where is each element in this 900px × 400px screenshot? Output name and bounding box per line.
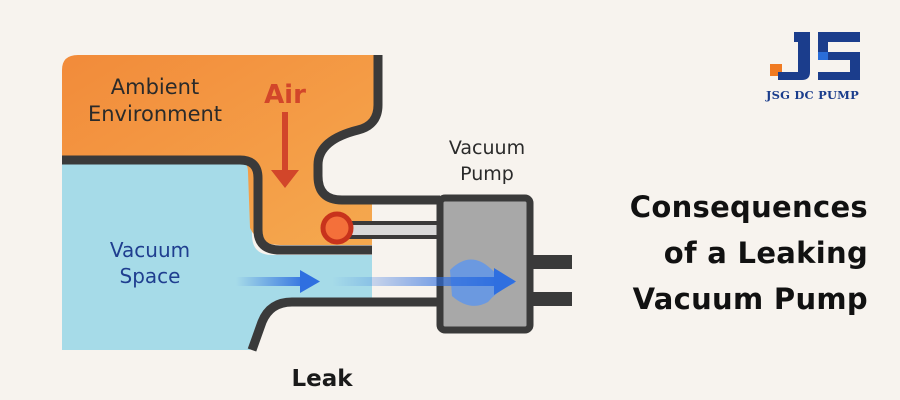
leak-label: Leak <box>291 366 353 392</box>
lower-wall-outline <box>247 297 440 352</box>
pump-outlet-bottom <box>530 292 572 306</box>
vacuum-space-label-line1: Vacuum <box>110 238 190 262</box>
ambient-outline <box>313 55 440 205</box>
flow-arrow-icon <box>332 268 516 295</box>
vacuum-space-region <box>62 160 372 350</box>
vacuum-space-label-line2: Space <box>120 264 181 288</box>
air-label: Air <box>264 80 306 110</box>
ambient-label-line1: Ambient <box>111 75 199 99</box>
title-line1: Consequences <box>629 190 868 224</box>
leak-point-circle-icon <box>320 211 354 245</box>
title-line3: Vacuum Pump <box>632 282 868 316</box>
ambient-label-line2: Environment <box>88 102 222 126</box>
vacuum-pump-label-line2: Pump <box>460 163 514 185</box>
air-arrow-down-icon <box>271 112 299 188</box>
vacuum-pump-label-line1: Vacuum <box>449 137 525 159</box>
brand-logo <box>770 32 860 80</box>
page-title: Consequences of a Leaking Vacuum Pump <box>630 184 868 322</box>
brand-name: JSG DC PUMP <box>766 88 859 102</box>
ambient-environment-region <box>62 55 378 245</box>
pump-pipe <box>346 221 444 239</box>
title-line2: of a Leaking <box>663 236 868 270</box>
flow-arrow-icon <box>236 270 320 293</box>
pump-outlet-top <box>530 255 572 269</box>
chamber-outline <box>62 155 372 255</box>
vacuum-pump-body <box>436 194 534 334</box>
